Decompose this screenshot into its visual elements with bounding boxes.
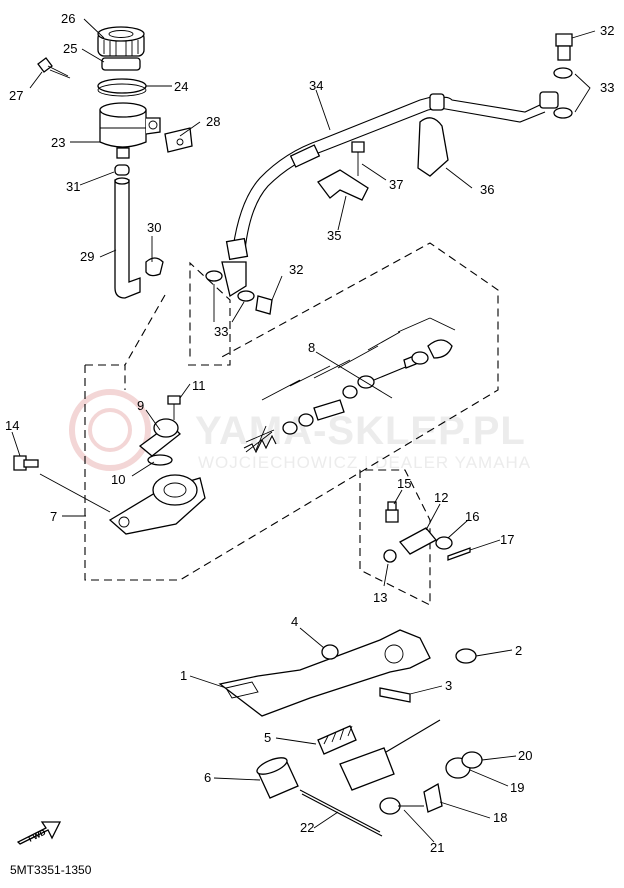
screw	[37, 57, 53, 73]
reservoir-hose-dash	[124, 294, 166, 390]
callout-24: 24	[174, 79, 188, 94]
clevis	[398, 527, 438, 555]
leader-lines	[11, 18, 596, 843]
clevis-assembly	[383, 501, 471, 563]
callout-10: 10	[111, 472, 125, 487]
washer	[455, 648, 477, 664]
callout-31: 31	[66, 179, 80, 194]
copper-washer	[553, 67, 573, 79]
joint-screw	[167, 395, 181, 405]
callout-16: 16	[465, 509, 479, 524]
callout-20: 20	[518, 748, 532, 763]
diagram-code: 5MT3351-1350	[10, 863, 92, 877]
watermark-title: YAMA-SKLEP.PL	[195, 409, 526, 453]
cotter-pin	[447, 547, 471, 561]
master-cylinder-kit	[243, 317, 456, 454]
hose-bracket	[317, 169, 369, 201]
brake-hose-assembly	[205, 33, 573, 315]
dust-boot	[427, 339, 453, 359]
mounting-bolt	[13, 455, 27, 471]
callout-25: 25	[63, 41, 77, 56]
reservoir-plate	[101, 57, 141, 71]
pedal-pivot-bolt	[379, 797, 401, 815]
callout-27: 27	[9, 88, 23, 103]
callout-9: 9	[137, 398, 144, 413]
master-cylinder-assembly-boundary	[84, 242, 499, 581]
bushing-cap	[461, 751, 483, 769]
callout-35: 35	[327, 228, 341, 243]
pedal-nut	[321, 644, 339, 660]
watermark-subtitle: WOJCIECHOWICZ | DEALER YAMAHA	[198, 453, 531, 472]
callout-30: 30	[147, 220, 161, 235]
callout-17: 17	[500, 532, 514, 547]
callout-numbers: 26 25 27 24 28 23 31 29 30 34 32 33 36 3…	[5, 11, 614, 855]
callout-32-mid: 32	[289, 262, 303, 277]
callout-26: 26	[61, 11, 75, 26]
clevis-pin	[385, 509, 399, 523]
clevis-washer	[435, 536, 453, 550]
hose-clip	[114, 164, 130, 176]
callout-12: 12	[434, 490, 448, 505]
fwd-label: FWD	[27, 828, 48, 844]
copper-washer	[553, 107, 573, 119]
clevis-nut	[383, 549, 397, 563]
cotter-rod	[299, 789, 381, 833]
reservoir-clip	[164, 127, 193, 153]
callout-36: 36	[480, 182, 494, 197]
fwd-arrow-icon	[16, 821, 62, 845]
callout-33-top: 33	[600, 80, 614, 95]
brake-pedal-assembly	[218, 629, 483, 837]
callout-7: 7	[50, 509, 57, 524]
callout-11: 11	[192, 378, 206, 393]
callout-15: 15	[397, 476, 411, 491]
callout-18: 18	[493, 810, 507, 825]
forward-direction-indicator: FWD	[16, 821, 62, 845]
copper-washer	[205, 270, 223, 282]
watermark-logo	[69, 389, 151, 471]
callout-22: 22	[300, 820, 314, 835]
callout-2: 2	[515, 643, 522, 658]
brake-pedal	[218, 629, 431, 717]
push-rod	[373, 365, 409, 381]
hose-clamp	[145, 257, 164, 277]
retaining-plate	[423, 782, 443, 813]
cylinder-spring	[243, 434, 277, 454]
hose-holder	[417, 117, 449, 177]
callout-6: 6	[204, 770, 211, 785]
bracket-bolt	[351, 141, 365, 153]
callout-21: 21	[430, 840, 444, 855]
callout-37: 37	[389, 177, 403, 192]
callout-3: 3	[445, 678, 452, 693]
callout-8: 8	[308, 340, 315, 355]
union-bolt	[255, 295, 273, 315]
brake-hose	[232, 95, 436, 249]
reservoir-body	[99, 109, 147, 148]
callout-34: 34	[309, 78, 323, 93]
return-spring	[317, 725, 357, 755]
pedal-link-boundary	[359, 469, 431, 606]
pedal-shaft	[339, 747, 395, 791]
callout-32-top: 32	[600, 23, 614, 38]
master-cylinder	[13, 395, 206, 535]
callout-13: 13	[373, 590, 387, 605]
copper-washer	[237, 290, 255, 302]
watermark: YAMA-SKLEP.PL WOJCIECHOWICZ | DEALER YAM…	[69, 389, 531, 472]
callout-4: 4	[291, 614, 298, 629]
adjusting-bolt	[379, 687, 411, 703]
callout-5: 5	[264, 730, 271, 745]
callout-14: 14	[5, 418, 19, 433]
callout-19: 19	[510, 780, 524, 795]
reservoir-hose	[114, 179, 141, 299]
callout-28: 28	[206, 114, 220, 129]
callout-29: 29	[80, 249, 94, 264]
reservoir-assembly	[37, 26, 193, 299]
callout-23: 23	[51, 135, 65, 150]
callout-1: 1	[180, 668, 187, 683]
union-bolt-top	[555, 33, 573, 47]
piston	[313, 399, 345, 421]
callout-33-mid: 33	[214, 324, 228, 339]
